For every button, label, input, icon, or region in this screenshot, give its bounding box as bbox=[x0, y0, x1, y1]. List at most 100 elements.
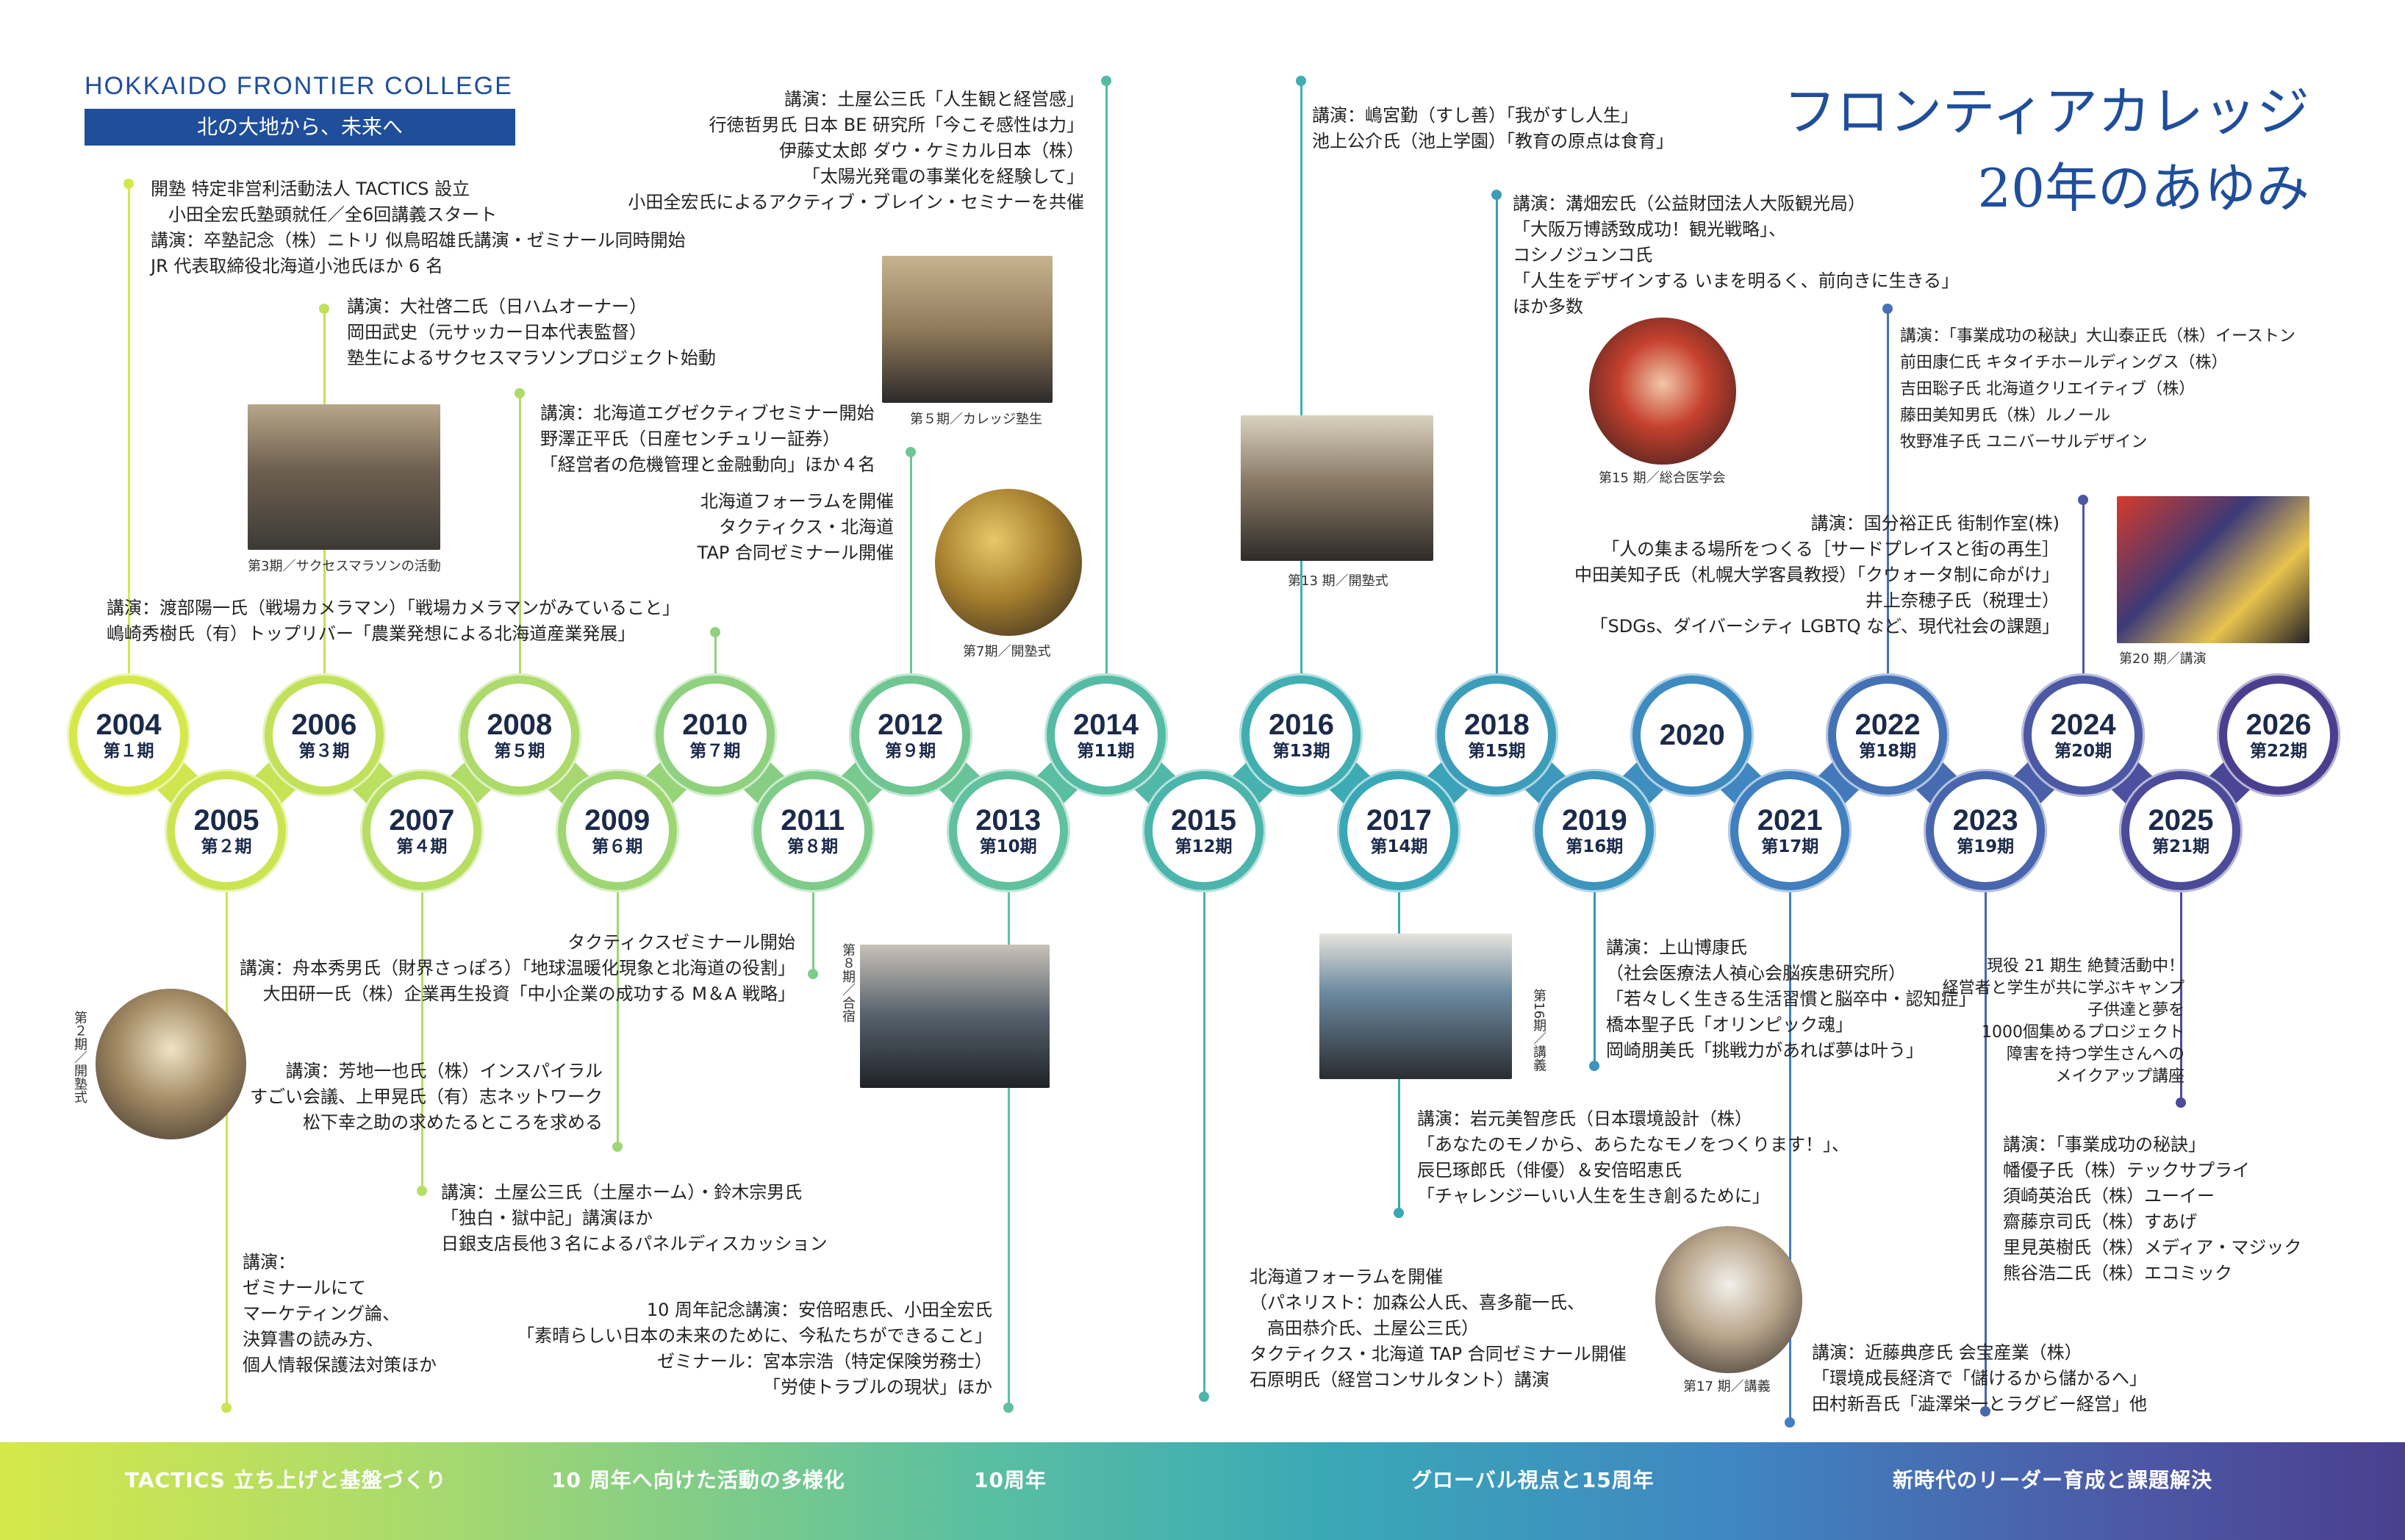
connector-line bbox=[2180, 892, 2183, 1103]
annotation-line: 講演：土屋公三氏「人生観と経営感」 bbox=[784, 89, 1084, 110]
connector-line bbox=[225, 892, 228, 1408]
annotation-line: 講演： bbox=[243, 1252, 295, 1272]
annotation-line: 講演：舟本秀男氏（財界さっぽろ）「地球温暖化現象と北海道の役割」 bbox=[240, 958, 795, 978]
annotation-2024: 講演：国分裕正氏 街制作室(株)「人の集まる場所をつくる［サードプレイスと街の再… bbox=[1574, 511, 2060, 640]
timeline-year: 2005 bbox=[193, 804, 259, 837]
connector-line bbox=[2082, 500, 2085, 673]
annotation-2019: 講演：上山博康氏 （社会医療法人禎心会脳疾患研究所） 「若々しく生きる生活習慣と脳卒… bbox=[1606, 935, 1976, 1064]
annotation-line: ゼミナールにて bbox=[243, 1278, 366, 1298]
annotation-line: 藤田美知男氏（株）ルノール bbox=[1900, 407, 2111, 425]
annotation-line: マーケティング論、 bbox=[243, 1303, 401, 1324]
annotation-line: 個人情報保護法対策ほか bbox=[243, 1355, 437, 1375]
annotation-line: 講演：北海道エグゼクティブセミナー開始 bbox=[540, 403, 875, 423]
timeline-year: 2009 bbox=[584, 804, 650, 837]
photo-15th-period bbox=[1589, 318, 1736, 465]
annotation-2006: 講演：大社啓二氏（日ハムオーナー）岡田武史（元サッカー日本代表監督）塾生によるサ… bbox=[347, 294, 716, 371]
annotation-line: 講演：溝畑宏氏（公益財団法人大阪観光局） bbox=[1513, 193, 1865, 214]
connector-dot bbox=[612, 1142, 623, 1152]
connector-dot bbox=[1785, 1417, 1796, 1428]
connector-line bbox=[1789, 892, 1792, 1422]
annotation-line: 「太陽光発電の事業化を経験して」 bbox=[802, 166, 1084, 187]
connector-line bbox=[616, 892, 619, 1147]
annotation-line: 講演：上山博康氏 bbox=[1606, 937, 1747, 958]
annotation-line: 松下幸之助の求めたるところを求める bbox=[303, 1112, 603, 1133]
annotation-line: 須崎英治氏（株）ユーイー bbox=[2003, 1186, 2215, 1206]
annotation-line: タクティクスゼミナール開始 bbox=[567, 932, 795, 953]
annotation-line: 幡優子氏（株）テックサプライ bbox=[2003, 1160, 2250, 1181]
connector-dot bbox=[1198, 1392, 1209, 1402]
annotation-line: 塾生によるサクセスマラソンプロジェクト始動 bbox=[347, 348, 716, 368]
annotation-line: 講演：国分裕正氏 街制作室(株) bbox=[1810, 513, 2060, 534]
timeline-period: 第10期 bbox=[979, 837, 1037, 856]
annotation-line: 講演：「事業成功の秘訣」大山泰正氏（株）イーストン bbox=[1900, 327, 2295, 345]
annotation-2008-top: 講演：渡部陽一氏（戦場カメラマン）「戦場カメラマンがみていること」嶋崎秀樹氏（有… bbox=[107, 595, 680, 647]
timeline-period: 第21期 bbox=[2152, 837, 2210, 856]
connector-line bbox=[1985, 892, 1988, 1411]
timeline-period: 第16期 bbox=[1566, 837, 1624, 856]
annotation-line: 「環境成長経済で「儲けるから儲かるへ」 bbox=[1812, 1368, 2147, 1389]
annotation-line: 高田恭介氏、土屋公三氏） bbox=[1250, 1318, 1479, 1339]
connector-dot bbox=[1980, 1406, 1991, 1417]
caption-20th-period: 第20 期／講演 bbox=[2119, 651, 2207, 667]
annotation-2004: 開塾 特定非営利活動法人 TACTICS 設立 小田全宏氏塾頭就任／全6回講義ス… bbox=[151, 176, 686, 279]
title-line-1: フロンティアカレッジ bbox=[1783, 81, 2309, 143]
timeline-year: 2010 bbox=[682, 709, 748, 741]
photo-2nd-period bbox=[96, 989, 246, 1139]
annotation-line: 齋藤京司氏（株）すあげ bbox=[2003, 1211, 2197, 1232]
annotation-line: ほか多数 bbox=[1513, 296, 1583, 317]
timeline-year: 2026 bbox=[2245, 709, 2312, 741]
annotation-2009: 講演：北海道エグゼクティブセミナー開始野澤正平氏（日産センチュリー証券）「経営者… bbox=[540, 401, 875, 478]
connector-line bbox=[1007, 892, 1010, 1408]
annotation-line: 講演：卒塾記念（株）ニトリ 似鳥昭雄氏講演・ゼミナール同時開始 bbox=[151, 230, 686, 251]
timeline-year: 2020 bbox=[1659, 719, 1725, 751]
annotation-2022: 講演：「事業成功の秘訣」大山泰正氏（株）イーストン前田康仁氏 キタイチホールディ… bbox=[1900, 323, 2295, 456]
photo-5th-period bbox=[882, 256, 1053, 403]
annotation-2018: 講演：溝畑宏氏（公益財団法人大阪観光局）「大阪万博誘致成功！観光戦略」、コシノジ… bbox=[1513, 191, 1959, 320]
annotation-2017: 講演：岩元美智彦氏（日本環境設計（株）「あなたのモノから、あらたなモノをつくりま… bbox=[1417, 1106, 1849, 1209]
timeline-year: 2012 bbox=[878, 709, 944, 741]
connector-dot bbox=[514, 388, 525, 398]
annotation-line: 講演：芳地一也氏（株）インスパイラル bbox=[285, 1061, 603, 1081]
annotation-line: 伊藤丈太郎 ダウ・ケミカル日本（株） bbox=[779, 140, 1084, 161]
timeline-period: 第３期 bbox=[298, 742, 350, 761]
timeline-year: 2018 bbox=[1463, 709, 1530, 741]
phase-1: TACTICS 立ち上げと基盤づくり bbox=[125, 1468, 447, 1492]
photo-13th-period bbox=[1241, 415, 1433, 561]
photo-3rd-period bbox=[248, 404, 440, 550]
annotation-line: 岡田武史（元サッカー日本代表監督） bbox=[347, 322, 647, 343]
annotation-line: 辰巳琢郎氏（俳優）＆安倍昭恵氏 bbox=[1417, 1160, 1682, 1181]
timeline-year: 2017 bbox=[1366, 804, 1432, 837]
connector-dot bbox=[807, 969, 818, 979]
timeline-period: 第20期 bbox=[2054, 742, 2112, 761]
annotation-line: 「SDGs、ダイバーシティ LGBTQ など、現代社会の課題」 bbox=[1590, 616, 2060, 637]
timeline-period: 第19期 bbox=[1957, 837, 2015, 856]
annotation-2009-bottom: 講演：芳地一也氏（株）インスパイラルすごい会議、上甲晃氏（有）志ネットワーク松下… bbox=[250, 1059, 603, 1136]
connector-dot bbox=[416, 1186, 427, 1196]
connector-line bbox=[420, 892, 423, 1191]
timeline-year: 2023 bbox=[1952, 804, 2018, 837]
connector-line bbox=[1105, 81, 1108, 673]
timeline-year: 2008 bbox=[487, 709, 553, 741]
annotation-line: 「若々しく生きる生活習慣と脳卒中・認知症」 bbox=[1606, 989, 1976, 1009]
connector-line bbox=[518, 393, 521, 673]
annotation-line: 北海道フォーラムを開催 bbox=[1250, 1267, 1444, 1287]
annotation-line: （社会医療法人禎心会脳疾患研究所） bbox=[1606, 963, 1906, 984]
connector-dot bbox=[1589, 1061, 1600, 1071]
annotation-line: TAP 合同ゼミナール開催 bbox=[697, 542, 894, 563]
timeline-year: 2024 bbox=[2050, 709, 2116, 741]
annotation-line: 大田研一氏（株）企業再生投資「中小企業の成功する M＆A 戦略」 bbox=[262, 984, 795, 1004]
annotation-line: 経営者と学生が共に学ぶキャンプ bbox=[1942, 979, 2184, 998]
annotation-line: 小田全宏氏塾頭就任／全6回講義スタート bbox=[151, 204, 498, 225]
connector-line bbox=[714, 632, 717, 673]
title-line-2: 20年のあゆみ bbox=[1977, 157, 2309, 219]
